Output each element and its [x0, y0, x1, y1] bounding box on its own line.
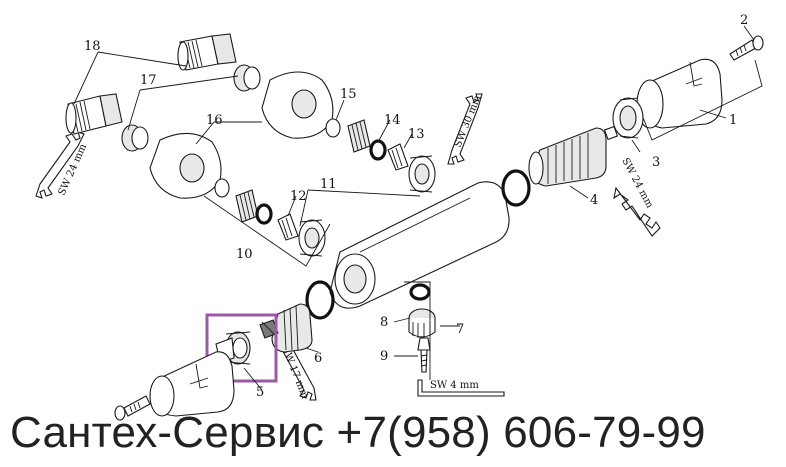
callout-3: 3 [652, 155, 660, 170]
washer-10 [214, 178, 230, 198]
o-ring-lower [255, 203, 273, 225]
allen-key-sw4 [417, 379, 505, 397]
callout-18: 18 [84, 39, 101, 54]
callout-17: 17 [140, 73, 157, 88]
rosette-lower [149, 132, 222, 199]
callout-15: 15 [340, 87, 357, 102]
callout-16: 16 [206, 113, 223, 128]
callout-bracket-1 [639, 59, 763, 141]
callout-bracket-7 [404, 281, 431, 380]
check-valve-lower [235, 189, 259, 223]
right-nut [612, 97, 644, 139]
left-screw [114, 395, 151, 421]
callout-5: 5 [256, 385, 264, 400]
callout-line-17 [127, 75, 239, 131]
union-nut-11-lower [298, 219, 326, 257]
upper-nut-17a [233, 64, 261, 92]
right-handle [636, 58, 723, 129]
adapter-5 [215, 331, 251, 365]
callout-8: 8 [380, 315, 388, 330]
rosette-upper [261, 71, 334, 139]
o-ring-14 [369, 139, 387, 161]
callout-11: 11 [320, 177, 337, 192]
upper-fitting-18 [177, 33, 237, 71]
filter-12 [277, 213, 299, 241]
o-ring-8 [409, 283, 431, 301]
callout-line-16 [195, 121, 262, 145]
leader-lines [243, 25, 755, 391]
wrench-sw24-right [613, 186, 661, 237]
callout-1: 1 [729, 113, 737, 128]
wrench-sw30 [447, 93, 483, 165]
callout-bracket-10 [203, 195, 331, 267]
left-cartridge-6 [259, 303, 313, 353]
valve-body [329, 181, 510, 309]
callout-12: 12 [290, 189, 307, 204]
lower-nut-17b [121, 124, 149, 152]
screw-9 [417, 337, 431, 373]
wrench-label-sw4: SW 4 mm [430, 380, 479, 391]
left-handle [149, 351, 235, 417]
right-cartridge [528, 125, 619, 187]
cartridge-7 [408, 308, 436, 338]
callout-7: 7 [456, 322, 464, 337]
callout-6: 6 [314, 351, 322, 366]
lower-fitting-18 [65, 93, 123, 135]
callout-line-11 [299, 189, 421, 227]
callout-2: 2 [740, 13, 748, 28]
union-nut-11-upper [408, 155, 436, 193]
right-screw [729, 35, 764, 61]
body-o-ring-right [501, 169, 531, 207]
callout-9: 9 [380, 349, 388, 364]
filter-13 [387, 143, 409, 171]
callout-4: 4 [590, 193, 598, 208]
highlight-box [205, 313, 278, 383]
callout-line-18 [73, 51, 187, 105]
washer-15 [325, 118, 341, 138]
footer-contact-text: Сантех-Сервис +7(958) 606-79-99 [10, 408, 706, 457]
callout-13: 13 [408, 127, 425, 142]
body-o-ring-left [305, 280, 335, 320]
check-valve-upper [347, 119, 371, 153]
callout-10: 10 [236, 247, 253, 262]
wrench-sw24-left [35, 131, 85, 199]
